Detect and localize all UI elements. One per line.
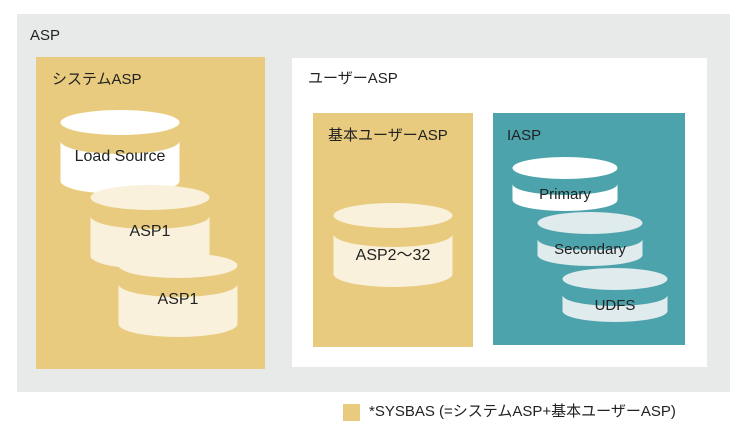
cylinder-label: ASP1 xyxy=(157,291,199,308)
cylinder-label: ASP1 xyxy=(129,223,171,240)
legend: *SYSBAS (=システムASP+基本ユーザーASP) xyxy=(343,403,676,421)
user-asp-label: ユーザーASP xyxy=(308,70,398,87)
cylinder-label: Secondary xyxy=(554,241,626,258)
asp-container-box: ASP システムASP Load Source ASP1 xyxy=(17,14,730,392)
disk-cylinder-icon xyxy=(118,253,238,337)
iasp-box: IASP Primary Secondary xyxy=(493,113,685,345)
disk-cylinder-icon xyxy=(333,203,453,287)
system-asp-label: システムASP xyxy=(52,71,142,88)
cylinder-label: ASP2〜32 xyxy=(355,247,431,264)
cylinder-asp2-32: ASP2〜32 xyxy=(333,203,453,287)
basic-user-asp-label: 基本ユーザーASP xyxy=(328,127,448,144)
legend-swatch xyxy=(343,403,360,421)
disk-cylinder-icon xyxy=(562,268,668,322)
system-asp-box: システムASP Load Source ASP1 xyxy=(36,57,265,369)
cylinder-label: Primary xyxy=(539,186,591,203)
iasp-label: IASP xyxy=(507,127,542,144)
disk-cylinder-icon xyxy=(537,212,643,266)
legend-text: *SYSBAS (=システムASP+基本ユーザーASP) xyxy=(369,403,676,420)
user-asp-box: ユーザーASP 基本ユーザーASP ASP2〜32 IASP xyxy=(292,58,707,367)
disk-cylinder-icon xyxy=(60,110,180,194)
cylinder-primary: Primary xyxy=(512,157,618,211)
cylinder-load-source: Load Source xyxy=(60,110,180,194)
asp-container-label: ASP xyxy=(30,27,61,44)
cylinder-secondary: Secondary xyxy=(537,212,643,266)
cylinder-udfs: UDFS xyxy=(562,268,668,322)
basic-user-asp-box: 基本ユーザーASP ASP2〜32 xyxy=(313,113,473,347)
cylinder-label: UDFS xyxy=(594,297,636,314)
cylinder-label: Load Source xyxy=(74,148,166,165)
cylinder-asp1-b: ASP1 xyxy=(118,253,238,337)
disk-cylinder-icon xyxy=(512,157,618,211)
